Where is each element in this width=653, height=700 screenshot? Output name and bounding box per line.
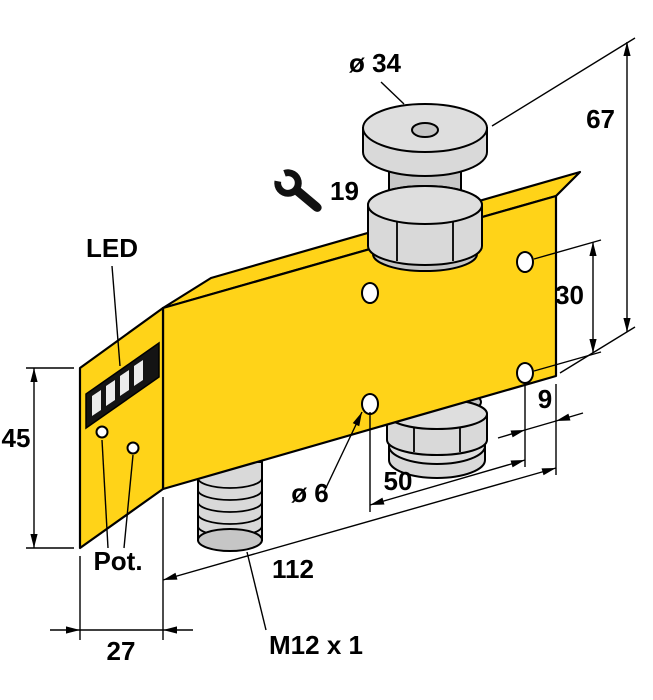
label-hole-spacing: 50 — [384, 466, 413, 496]
flange-center-hole — [411, 122, 439, 138]
m12-end-cap — [197, 528, 263, 552]
mounting-holes — [361, 251, 534, 415]
led-bar — [106, 380, 115, 406]
label-body-length: 112 — [272, 554, 314, 584]
label-connector-thread: M12 x 1 — [269, 630, 363, 660]
dim-flange-diameter: ø 34 — [349, 48, 405, 105]
dim-hole-spacing-50: 50 — [369, 383, 526, 512]
led-label: LED — [86, 233, 138, 263]
dimension-arrow-line — [497, 429, 526, 439]
wrench-icon — [274, 169, 322, 212]
dim-edge-distance-9: 9 — [497, 384, 584, 439]
extension-line — [559, 326, 636, 374]
label-hole-spacing-vertical: 30 — [555, 280, 584, 310]
dimension-line — [369, 459, 526, 506]
callout-led: LED — [86, 233, 138, 367]
potentiometer — [95, 425, 109, 439]
top-process-connection — [362, 103, 488, 272]
extension-line — [491, 37, 636, 127]
extension-line — [533, 351, 602, 372]
label-flange-diameter: ø 34 — [349, 48, 402, 78]
mounting-hole — [516, 251, 534, 273]
label-body-depth: 27 — [107, 636, 136, 666]
top-nut-top — [367, 185, 483, 225]
mounting-hole — [516, 362, 534, 384]
led-bar — [134, 360, 143, 386]
label-body-height: 45 — [2, 423, 31, 453]
led-display — [85, 341, 160, 455]
label-wrench-size: 19 — [330, 176, 359, 206]
leader-line — [123, 454, 134, 549]
leader-line — [111, 265, 121, 367]
mounting-hole — [361, 393, 379, 415]
dim-connector-thread: M12 x 1 — [246, 551, 363, 660]
leader-line — [380, 81, 405, 105]
label-edge-distance: 9 — [538, 384, 552, 414]
dim-overall-height-67: 67 — [491, 37, 636, 374]
dimension-line — [524, 420, 557, 431]
leader-line — [101, 439, 109, 549]
mounting-hole — [361, 282, 379, 304]
dim-hole-spacing-30: 30 — [533, 239, 602, 372]
led-bar — [92, 390, 101, 416]
dimension-arrow-line — [555, 412, 584, 422]
dim-hole-diameter: ø 6 — [291, 411, 363, 508]
led-bar — [120, 370, 129, 396]
dim-body-height-45: 45 — [2, 367, 74, 549]
pot-label: Pot. — [93, 546, 142, 576]
dim-body-length-112: 112 — [162, 384, 557, 584]
label-overall-height: 67 — [586, 104, 615, 134]
potentiometer — [126, 441, 140, 455]
callout-pot: Pot. — [93, 439, 143, 576]
leader-line — [246, 551, 267, 631]
dim-wrench-size: 19 — [274, 169, 359, 212]
label-hole-diameter: ø 6 — [291, 478, 329, 508]
body-led-face — [78, 306, 165, 550]
dim-body-depth-27: 27 — [50, 497, 193, 666]
leader-line — [323, 411, 363, 493]
